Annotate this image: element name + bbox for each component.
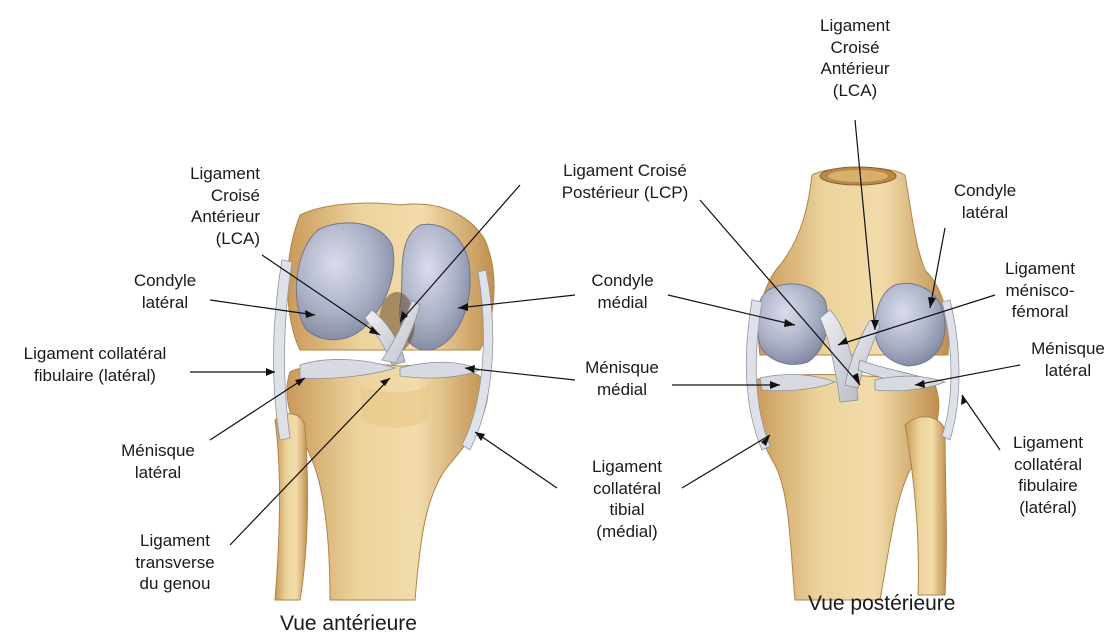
label-posterior-lca: Ligament Croisé Antérieur (LCA) xyxy=(805,15,905,101)
caption-posterior: Vue postérieure xyxy=(808,592,955,616)
label-condyle-medial: Condyle médial xyxy=(575,270,670,313)
label-posterior-condyle-lateral: Condyle latéral xyxy=(940,180,1030,223)
anterior-fibula xyxy=(275,414,307,600)
caption-anterior: Vue antérieure xyxy=(280,612,417,636)
label-anterior-transverse: Ligament transverse du genou xyxy=(120,530,230,595)
posterior-knee xyxy=(746,167,959,600)
label-anterior-lca: Ligament Croisé Antérieur (LCA) xyxy=(162,163,260,249)
label-posterior-menisque-lateral: Ménisque latéral xyxy=(1020,338,1116,381)
posterior-tibia xyxy=(754,375,939,600)
label-posterior-collateral-fibulaire: Ligament collatéral fibulaire (latéral) xyxy=(996,432,1100,518)
label-anterior-menisque-lateral: Ménisque latéral xyxy=(110,440,206,483)
label-anterior-condyle-lateral: Condyle latéral xyxy=(120,270,210,313)
label-collateral-tibial: Ligament collatéral tibial (médial) xyxy=(572,456,682,542)
label-menisque-medial: Ménisque médial xyxy=(572,357,672,400)
anterior-knee xyxy=(273,203,494,600)
label-anterior-collateral-fibulaire: Ligament collatéral fibulaire (latéral) xyxy=(2,343,188,386)
posterior-fibula xyxy=(905,417,946,595)
posterior-condyle-lateral-shape xyxy=(875,283,945,366)
label-menisco-femoral: Ligament ménisco- fémoral xyxy=(990,258,1090,323)
label-lcp: Ligament Croisé Postérieur (LCP) xyxy=(540,160,710,203)
